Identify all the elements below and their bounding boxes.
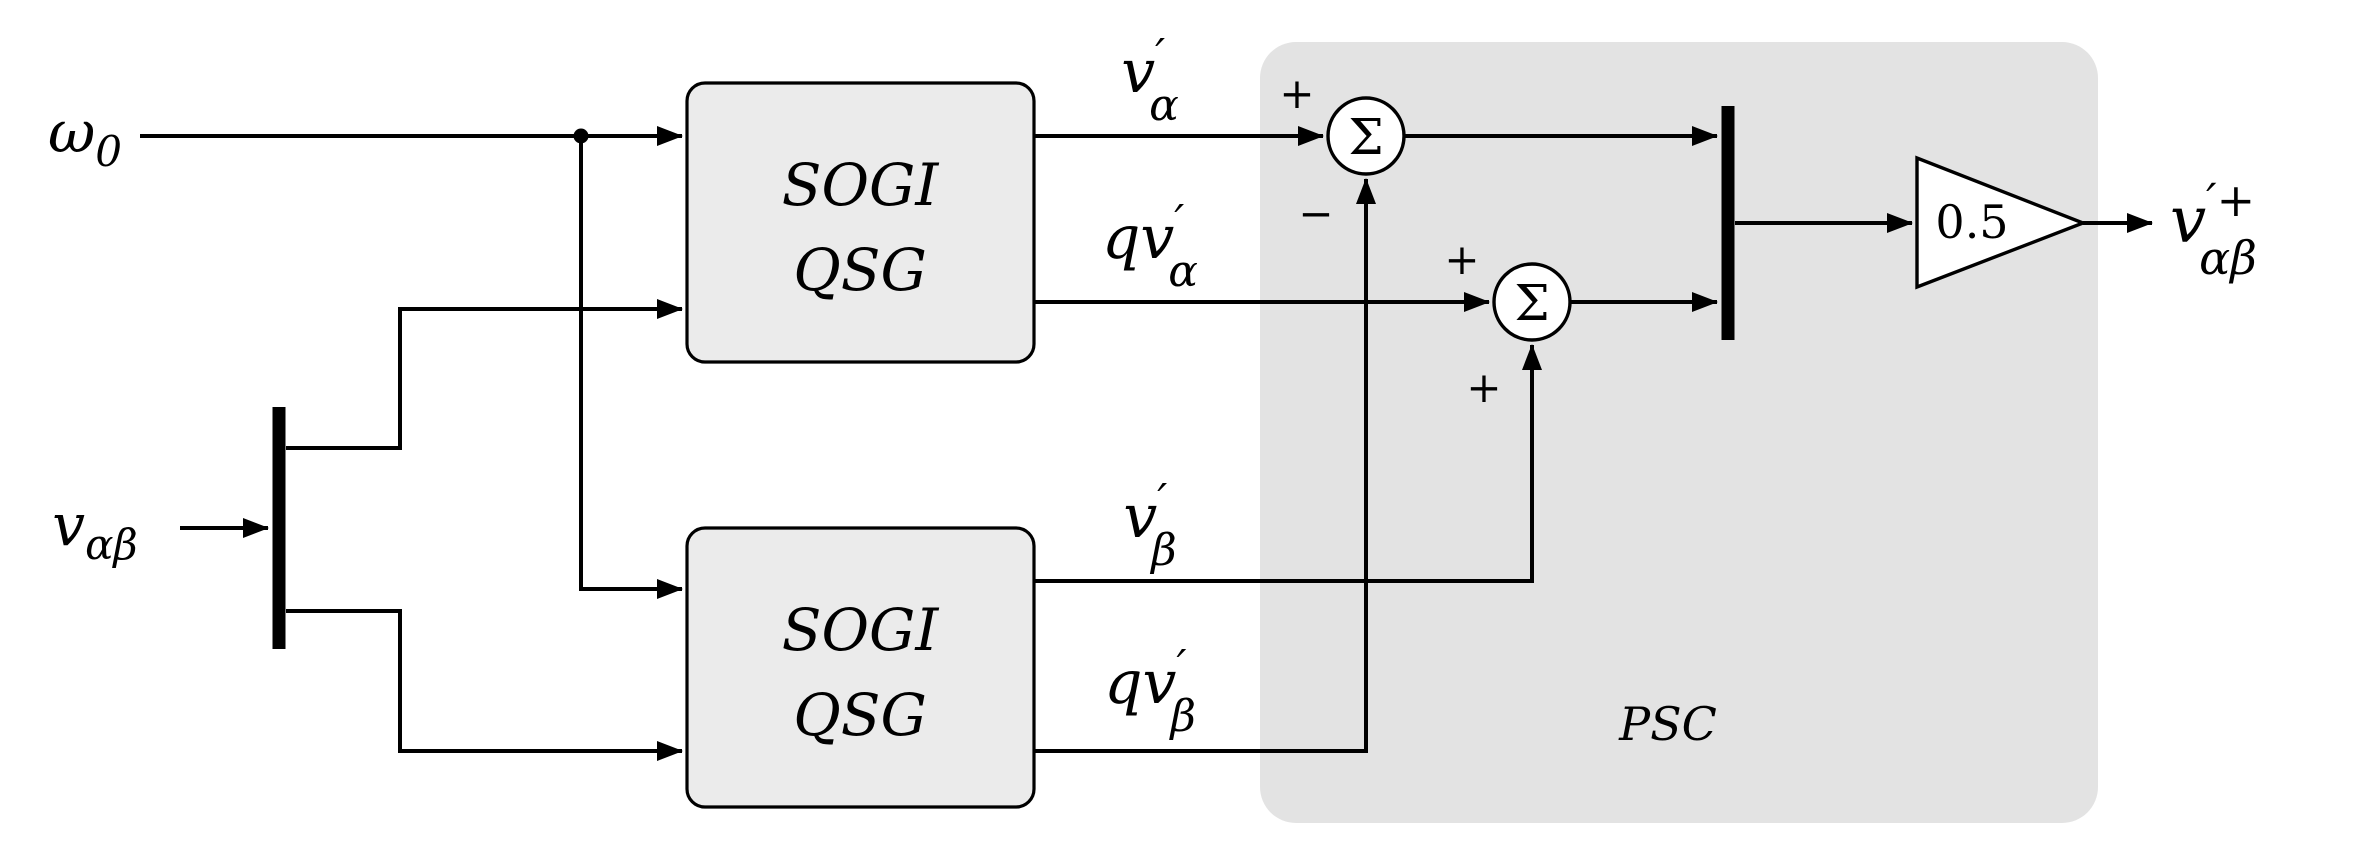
vab-branch-top-line [286, 299, 683, 450]
sum1-minus-sign: − [1298, 189, 1333, 238]
output-label: v′+αβ [2170, 173, 2257, 285]
sum1-circle [1326, 96, 1406, 176]
qv-alpha-prime: ′ [1174, 196, 1184, 247]
omega0-base: ω [48, 98, 95, 166]
omega-branch-line [579, 136, 683, 599]
v-beta-sub: β [1149, 525, 1176, 576]
qv-beta-prime: ′ [1176, 641, 1186, 692]
qv-alpha-label: qv′α [1102, 196, 1198, 297]
output-sub: αβ [2199, 231, 2257, 285]
sum2-circle [1492, 262, 1572, 342]
sogi-bottom-label-line1: SOGI [782, 596, 940, 664]
v-beta-base: v [1123, 482, 1157, 552]
sogi-top-label-line2: QSG [793, 236, 927, 304]
qv-beta-base: qv [1104, 648, 1176, 718]
omega0-input-label: ω0 [48, 98, 122, 176]
psc-region-label: PSC [1618, 697, 1717, 751]
sum2-plus-bottom-sign: + [1466, 363, 1501, 412]
sum2-sigma: Σ [1514, 274, 1549, 332]
qv-alpha-sub: α [1168, 246, 1198, 297]
v-beta-prime: ′ [1157, 475, 1167, 526]
psc-region [1260, 42, 2098, 823]
qv-beta-line [1034, 178, 1376, 753]
sogi-qsg-top-block [685, 81, 1036, 364]
vab-sub: αβ [85, 520, 138, 569]
qv-alpha-base: qv [1102, 203, 1174, 273]
output-sup: ′+ [2206, 173, 2255, 227]
vab-input-label: vαβ [52, 491, 137, 569]
v-alpha-label: v′α [1121, 30, 1179, 131]
qv-beta-sub: β [1168, 691, 1195, 742]
omega0-sub: 0 [95, 127, 122, 176]
gain-triangle [1915, 155, 2088, 290]
v-beta-label: v′β [1123, 475, 1176, 576]
sogi-top-label-line1: SOGI [782, 151, 940, 219]
vab-base: v [52, 491, 85, 559]
sum1-plus-sign: + [1279, 69, 1314, 118]
sum2-plus-left-sign: + [1444, 235, 1479, 284]
sum1-sigma: Σ [1348, 108, 1383, 166]
gain-label: 0.5 [1935, 195, 2008, 249]
v-alpha-base: v [1121, 37, 1155, 107]
sogi-qsg-bottom-block [685, 526, 1036, 809]
qv-beta-label: qv′β [1104, 641, 1196, 742]
v-alpha-prime: ′ [1155, 30, 1165, 81]
vab-branch-bottom-line [286, 609, 683, 761]
omega-junction-dot [573, 128, 589, 144]
v-beta-line [1034, 344, 1542, 583]
output-base: v [2170, 184, 2206, 258]
sogi-bottom-label-line2: QSG [793, 681, 927, 749]
v-alpha-sub: α [1149, 80, 1179, 131]
